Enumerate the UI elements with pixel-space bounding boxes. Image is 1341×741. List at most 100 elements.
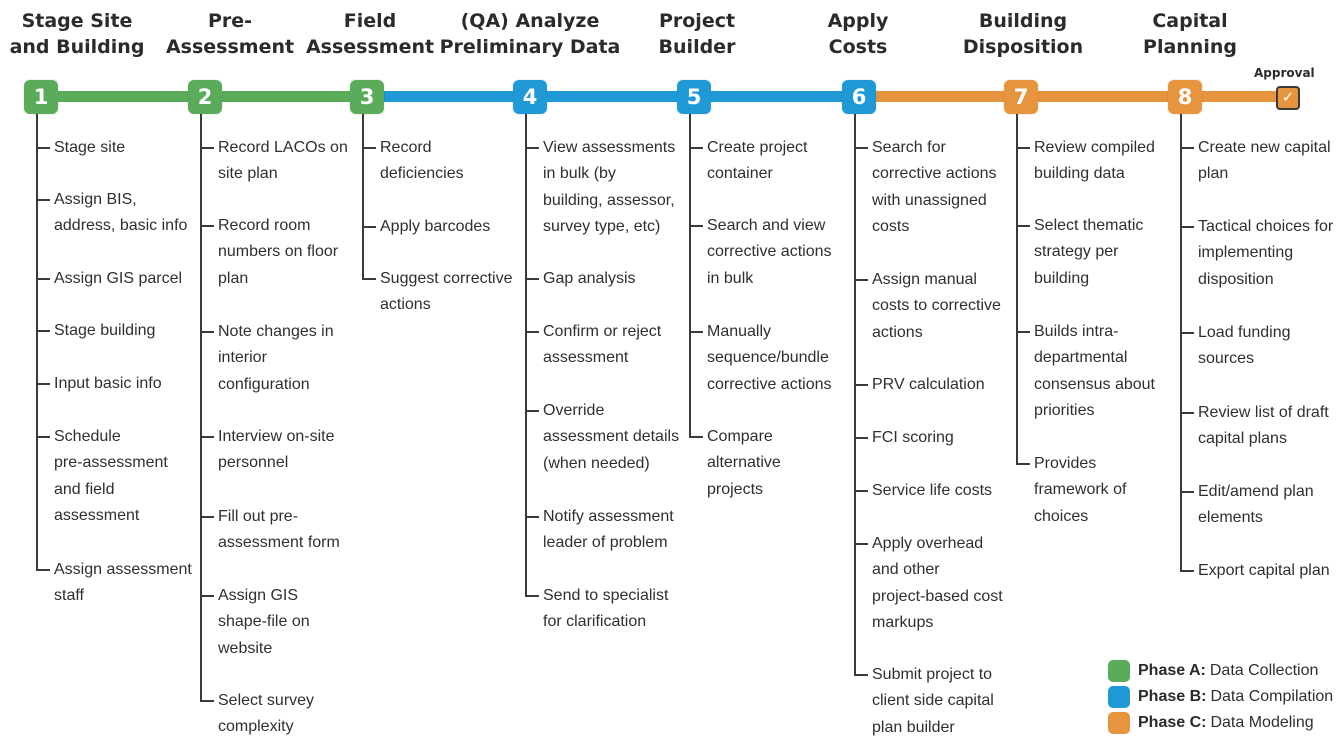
task-item: Apply barcodes [380, 218, 491, 235]
legend-phase-b: Phase B: Data Compilation [1108, 686, 1333, 708]
task-item: Load funding sources [1198, 324, 1291, 368]
task-connector [1016, 463, 1030, 465]
task-item: Assign BIS, address, basic info [54, 191, 188, 235]
task-connector [854, 384, 868, 386]
task-connector [36, 278, 50, 280]
task-connector [689, 147, 703, 149]
task-item: Create new capital plan [1198, 139, 1331, 183]
task-item: Review compiled building data [1034, 139, 1155, 183]
task-item: Fill out pre- assessment form [218, 508, 340, 552]
task-item: Service life costs [872, 482, 993, 499]
task-connector [36, 330, 50, 332]
task-item: Create project container [707, 139, 808, 183]
task-connector [854, 279, 868, 281]
task-connector [200, 700, 214, 702]
task-connector [1180, 147, 1194, 149]
task-connector [200, 516, 214, 518]
task-connector [525, 516, 539, 518]
stage-stem [1180, 114, 1182, 572]
task-item: Notify assessment leader of problem [543, 508, 674, 552]
stage-badge: 2 [188, 80, 222, 114]
legend-phase-a-text: Data Collection [1209, 662, 1319, 679]
task-connector [1180, 491, 1194, 493]
task-connector [1016, 147, 1030, 149]
task-item: Record LACOs on site plan [218, 139, 348, 183]
task-connector [1180, 570, 1194, 572]
task-item: Note changes in interior configuration [218, 323, 334, 393]
timeline-segment [859, 91, 1021, 102]
phase-c-swatch [1108, 712, 1130, 734]
task-item: Apply overhead and other project-based c… [872, 535, 1003, 631]
task-item: Export capital plan [1198, 562, 1330, 579]
legend-phase-c-text: Data Modeling [1210, 714, 1314, 731]
task-connector [362, 226, 376, 228]
task-item: Stage building [54, 322, 156, 339]
stage-badge: 8 [1168, 80, 1202, 114]
legend-phase-b-bold: Phase B: [1138, 688, 1207, 705]
task-connector [854, 437, 868, 439]
timeline-segment [1021, 91, 1185, 102]
task-item: Search for corrective actions with unass… [872, 139, 997, 235]
stage-badge: 7 [1004, 80, 1038, 114]
task-item: Gap analysis [543, 270, 636, 287]
task-item: Review list of draft capital plans [1198, 404, 1329, 448]
stage-badge: 1 [24, 80, 58, 114]
task-connector [1016, 225, 1030, 227]
stage-stem [689, 114, 691, 438]
task-connector [854, 147, 868, 149]
task-item: Manually sequence/bundle corrective acti… [707, 323, 832, 393]
task-connector [362, 278, 376, 280]
task-connector [854, 543, 868, 545]
timeline-segment [367, 91, 530, 102]
stage-title: Building Disposition [962, 10, 1084, 58]
task-connector [200, 147, 214, 149]
task-item: Compare alternative projects [707, 428, 781, 498]
stage-stem [362, 114, 364, 280]
task-item: Tactical choices for implementing dispos… [1198, 218, 1334, 288]
stage-title: (QA) Analyze Preliminary Data [439, 10, 621, 58]
stage-stem [854, 114, 856, 676]
stage-title: Stage Site and Building [9, 10, 145, 58]
stage-title: Apply Costs [827, 10, 889, 58]
task-item: FCI scoring [872, 429, 954, 446]
task-item: Edit/amend plan elements [1198, 483, 1314, 527]
stage-title: Pre- Assessment [165, 10, 295, 58]
task-item: Confirm or reject assessment [543, 323, 662, 367]
task-connector [36, 569, 50, 571]
task-item: Send to specialist for clarification [543, 587, 669, 631]
stage-stem [1016, 114, 1018, 465]
stage-badge: 3 [350, 80, 384, 114]
task-connector [200, 331, 214, 333]
task-item: Override assessment details (when needed… [543, 402, 680, 472]
legend-phase-c: Phase C: Data Modeling [1108, 712, 1314, 734]
legend-phase-b-text: Data Compilation [1210, 688, 1334, 705]
task-item: Stage site [54, 139, 126, 156]
task-connector [689, 436, 703, 438]
task-connector [200, 225, 214, 227]
task-connector [200, 436, 214, 438]
stage-badge: 5 [677, 80, 711, 114]
task-item: Assign assessment staff [54, 561, 192, 605]
task-connector [36, 383, 50, 385]
timeline-segment [205, 91, 367, 102]
task-item: Assign GIS parcel [54, 270, 183, 287]
task-connector [362, 147, 376, 149]
task-item: Interview on-site personnel [218, 428, 335, 472]
task-connector [525, 147, 539, 149]
task-item: Assign manual costs to corrective action… [872, 271, 1001, 341]
task-connector [36, 436, 50, 438]
legend-phase-a: Phase A: Data Collection [1108, 660, 1318, 682]
stage-badge: 6 [842, 80, 876, 114]
task-connector [525, 331, 539, 333]
task-connector [689, 225, 703, 227]
task-item: Select thematic strategy per building [1034, 217, 1144, 287]
task-item: Assign GIS shape-file on website [218, 587, 310, 657]
task-connector [36, 199, 50, 201]
timeline-segment [41, 91, 205, 102]
task-item: View assessments in bulk (by building, a… [543, 139, 676, 235]
task-connector [525, 278, 539, 280]
stage-stem [525, 114, 527, 597]
timeline-segment [530, 91, 694, 102]
legend-phase-a-bold: Phase A: [1138, 662, 1206, 679]
legend-phase-c-bold: Phase C: [1138, 714, 1207, 731]
